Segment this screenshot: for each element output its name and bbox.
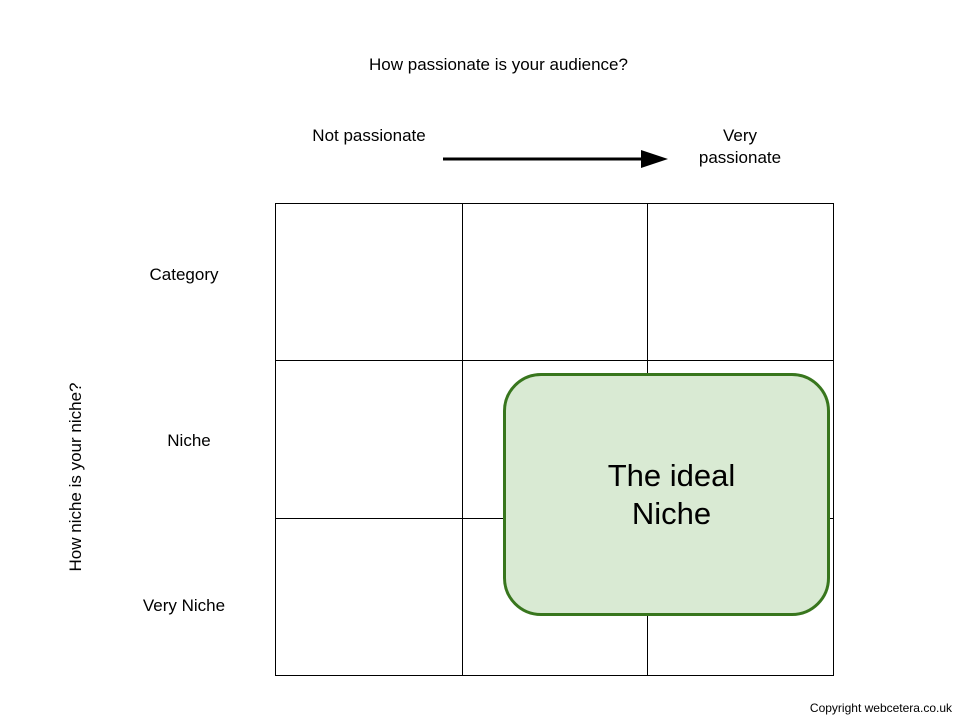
ideal-niche-highlight: The ideal Niche (503, 373, 830, 616)
grid-column-divider (462, 204, 463, 675)
row-label-niche: Niche (167, 431, 211, 450)
ideal-niche-label: The ideal Niche (607, 457, 736, 531)
row-label-category: Category (149, 265, 219, 284)
grid-row-divider (276, 360, 833, 361)
right-arrow-icon (443, 148, 673, 175)
not-passionate-label: Not passionate (312, 126, 426, 145)
row-label-very-niche: Very Niche (142, 596, 226, 615)
copyright-notice: Copyright webcetera.co.uk (809, 701, 952, 715)
very-passionate-label: Very passionate (698, 126, 782, 167)
diagram-title: How passionate is your audience? (369, 55, 628, 74)
niche-axis-title: How niche is your niche? (66, 382, 85, 572)
